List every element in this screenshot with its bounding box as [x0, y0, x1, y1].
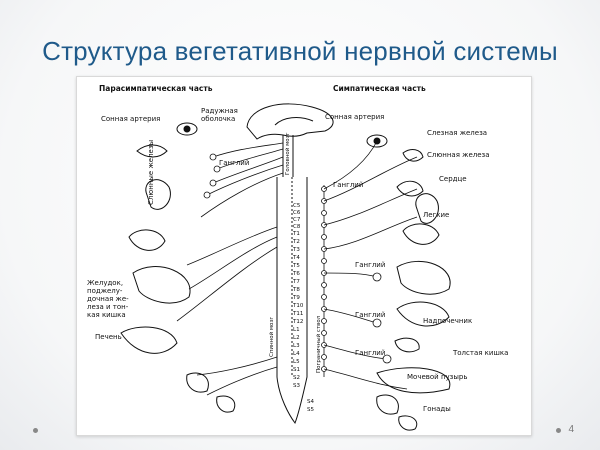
right-stomach: [396, 260, 451, 295]
right-heart-label: Сердце: [439, 175, 467, 183]
left-lungs: [128, 229, 166, 251]
left-salivary-gland: [136, 144, 168, 158]
segment-label: T2: [292, 239, 300, 245]
segment-labels: C5 C6 C7 C8 T1 T2 T3 T4 T5 T6 T7 T8 T9 T…: [292, 203, 314, 413]
left-labels: Сонная артерия Радужная оболочка Ганглий…: [87, 107, 249, 341]
left-eye: [176, 122, 198, 136]
brainstem-label: Головной мозг: [284, 132, 291, 175]
segment-label: C6: [293, 210, 301, 216]
right-salivary-label: Слюнная железа: [427, 151, 490, 159]
left-stomach-label-line2: поджелу-: [87, 287, 123, 295]
left-bladder: [186, 372, 209, 393]
left-stomach-label-line4: леза и тон-: [87, 303, 129, 311]
right-ganglion-label-2: Ганглий: [355, 261, 385, 269]
segment-label: T5: [292, 263, 300, 269]
right-eye: [366, 134, 388, 148]
right-gonad: [398, 415, 418, 431]
right-adrenal-label: Надпочечник: [423, 317, 472, 325]
segment-label: T12: [292, 319, 303, 325]
spinal-cord-drawing: [276, 177, 308, 425]
left-salivary-label: Слюнные железы: [147, 140, 155, 205]
left-liver-label: Печень: [95, 333, 122, 341]
segment-label: S1: [293, 367, 300, 373]
right-ganglion-label-4: Ганглий: [355, 349, 385, 357]
segment-label: C5: [293, 203, 301, 209]
left-stomach-label-line1: Желудок,: [87, 279, 123, 287]
parasympathetic-nerves: [176, 142, 284, 396]
left-gonad: [216, 395, 236, 413]
left-organs: [120, 122, 236, 413]
right-lungs: [402, 223, 440, 245]
segment-label: S2: [293, 375, 300, 381]
segment-label: T11: [292, 311, 303, 317]
right-ganglion-label-3: Ганглий: [355, 311, 385, 319]
right-colon-label: Толстая кишка: [452, 349, 508, 357]
sympathetic-trunk: [321, 185, 327, 377]
left-carotid-label: Сонная артерия: [101, 115, 160, 123]
segment-label: S4: [307, 399, 314, 405]
right-lacrimal-label: Слезная железа: [427, 129, 487, 137]
segment-label: T6: [292, 271, 300, 277]
right-colon: [376, 367, 451, 394]
spinal-cord-label: Спинной мозг: [268, 317, 275, 357]
left-ganglion-label: Ганглий: [219, 159, 249, 167]
right-ganglion-label-1: Ганглий: [333, 181, 363, 189]
right-adrenal: [394, 337, 420, 353]
sympathetic-trunk-label: Пограничный ствол: [315, 315, 322, 373]
segment-label: T10: [292, 303, 304, 309]
nav-dot-left: [33, 428, 38, 433]
right-bladder-label: Мочевой пузырь: [407, 373, 467, 381]
slide-title: Структура вегетативной нервной системы: [42, 36, 558, 66]
right-bladder: [376, 394, 399, 415]
left-liver: [120, 326, 178, 354]
nervous-system-diagram: Парасимпатическая часть Симпатическая ча…: [87, 84, 508, 431]
right-liver: [396, 301, 450, 327]
segment-label: S3: [293, 383, 300, 389]
segment-label: L1: [293, 327, 300, 333]
anatomy-figure: Парасимпатическая часть Симпатическая ча…: [76, 76, 532, 436]
right-carotid-label: Сонная артерия: [325, 113, 384, 121]
segment-label: L4: [293, 351, 300, 357]
segment-label: S5: [307, 407, 314, 413]
brain-drawing: [246, 103, 334, 177]
left-heart: [145, 179, 171, 210]
segment-label: T8: [292, 287, 300, 293]
nav-dot-right: [556, 428, 561, 433]
left-stomach: [132, 266, 191, 304]
left-stomach-label-line5: кая кишка: [87, 311, 126, 319]
segment-label: L5: [293, 359, 300, 365]
parasympathetic-header: Парасимпатическая часть: [99, 84, 213, 93]
right-organs: [366, 134, 451, 431]
right-labels: Сонная артерия Слезная железа Слюнная же…: [325, 113, 508, 413]
segment-label: T7: [292, 279, 300, 285]
page-number: 4: [568, 424, 574, 435]
segment-label: T9: [292, 295, 300, 301]
left-iris-label-line1: Радужная: [201, 107, 238, 115]
left-stomach-label-line3: дочная же-: [87, 295, 129, 303]
right-heart: [415, 193, 439, 224]
segment-label: T1: [292, 231, 300, 237]
right-lacrimal-gland: [402, 149, 424, 162]
right-salivary-gland: [396, 180, 424, 197]
left-iris-label-line2: оболочка: [201, 115, 235, 123]
segment-label: L3: [293, 343, 300, 349]
sympathetic-header: Симпатическая часть: [333, 84, 426, 93]
right-lungs-label: Легкие: [423, 211, 449, 219]
right-gonads-label: Гонады: [423, 405, 451, 413]
segment-label: T3: [292, 247, 300, 253]
segment-label: L2: [293, 335, 300, 341]
segment-label: T4: [292, 255, 300, 261]
segment-label: C7: [293, 217, 301, 223]
segment-label: C8: [293, 224, 301, 230]
